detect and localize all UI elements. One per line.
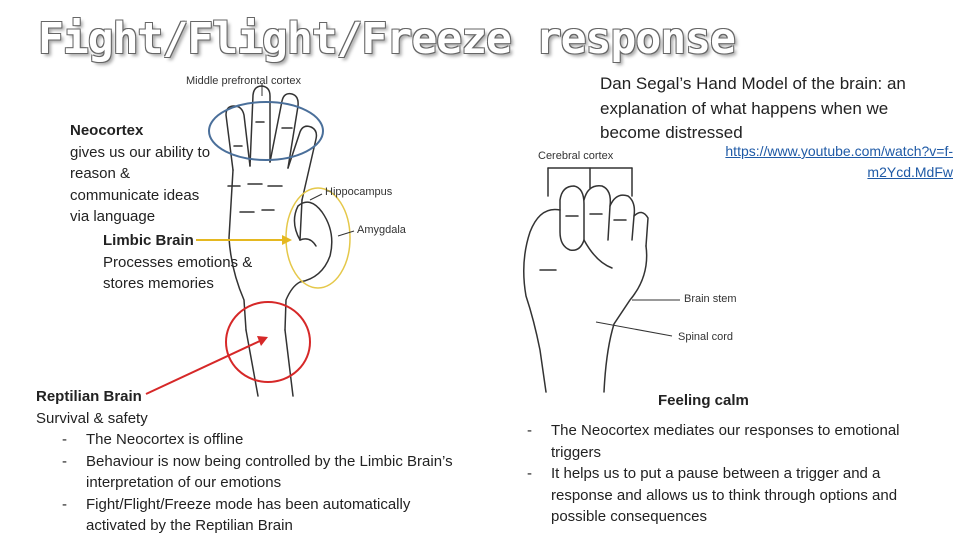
neocortex-title: Neocortex xyxy=(70,122,144,139)
reptilian-text: Reptilian Brain Survival & safety The Ne… xyxy=(36,386,466,537)
slide-subtitle: Dan Segal’s Hand Model of the brain: an … xyxy=(600,74,906,142)
feeling-calm-caption: Feeling calm xyxy=(658,392,749,409)
list-item: The Neocortex is offline xyxy=(36,429,466,451)
reptilian-bullet-list: The Neocortex is offline Behaviour is no… xyxy=(36,429,466,537)
reptilian-circle xyxy=(225,301,311,383)
calm-text: The Neocortex mediates our responses to … xyxy=(501,420,921,528)
list-item: The Neocortex mediates our responses to … xyxy=(501,420,921,463)
neocortex-description: gives us our ability to reason & communi… xyxy=(70,143,211,226)
video-link[interactable]: https://www.youtube.com/watch?v=f-m2Ycd.… xyxy=(725,143,953,180)
list-item: Behaviour is now being controlled by the… xyxy=(36,451,466,494)
fist-illustration xyxy=(523,167,649,393)
limbic-text: Limbic Brain Processes emotions & stores… xyxy=(103,230,278,295)
label-amygdala: Amygdala xyxy=(357,224,406,236)
neocortex-text: Neocortex gives us our ability to reason… xyxy=(70,120,220,228)
label-middle-prefrontal-cortex: Middle prefrontal cortex xyxy=(186,75,301,87)
list-item: Fight/Flight/Freeze mode has been automa… xyxy=(36,494,466,537)
label-spinal-cord: Spinal cord xyxy=(678,331,734,343)
label-hippocampus: Hippocampus xyxy=(325,186,393,198)
calm-bullet-list: The Neocortex mediates our responses to … xyxy=(501,420,921,528)
reptilian-title: Reptilian Brain xyxy=(36,388,142,405)
label-brain-stem: Brain stem xyxy=(684,293,737,305)
slide-title: Fight/Flight/Freeze response xyxy=(38,14,736,64)
reptilian-description: Survival & safety xyxy=(36,409,148,427)
neocortex-circle xyxy=(208,101,324,161)
label-cerebral-cortex: Cerebral cortex xyxy=(538,150,614,162)
limbic-title: Limbic Brain xyxy=(103,232,194,249)
limbic-description: Processes emotions & stores memories xyxy=(103,253,253,293)
reptilian-arrow xyxy=(145,339,263,395)
list-item: It helps us to put a pause between a tri… xyxy=(501,463,921,528)
